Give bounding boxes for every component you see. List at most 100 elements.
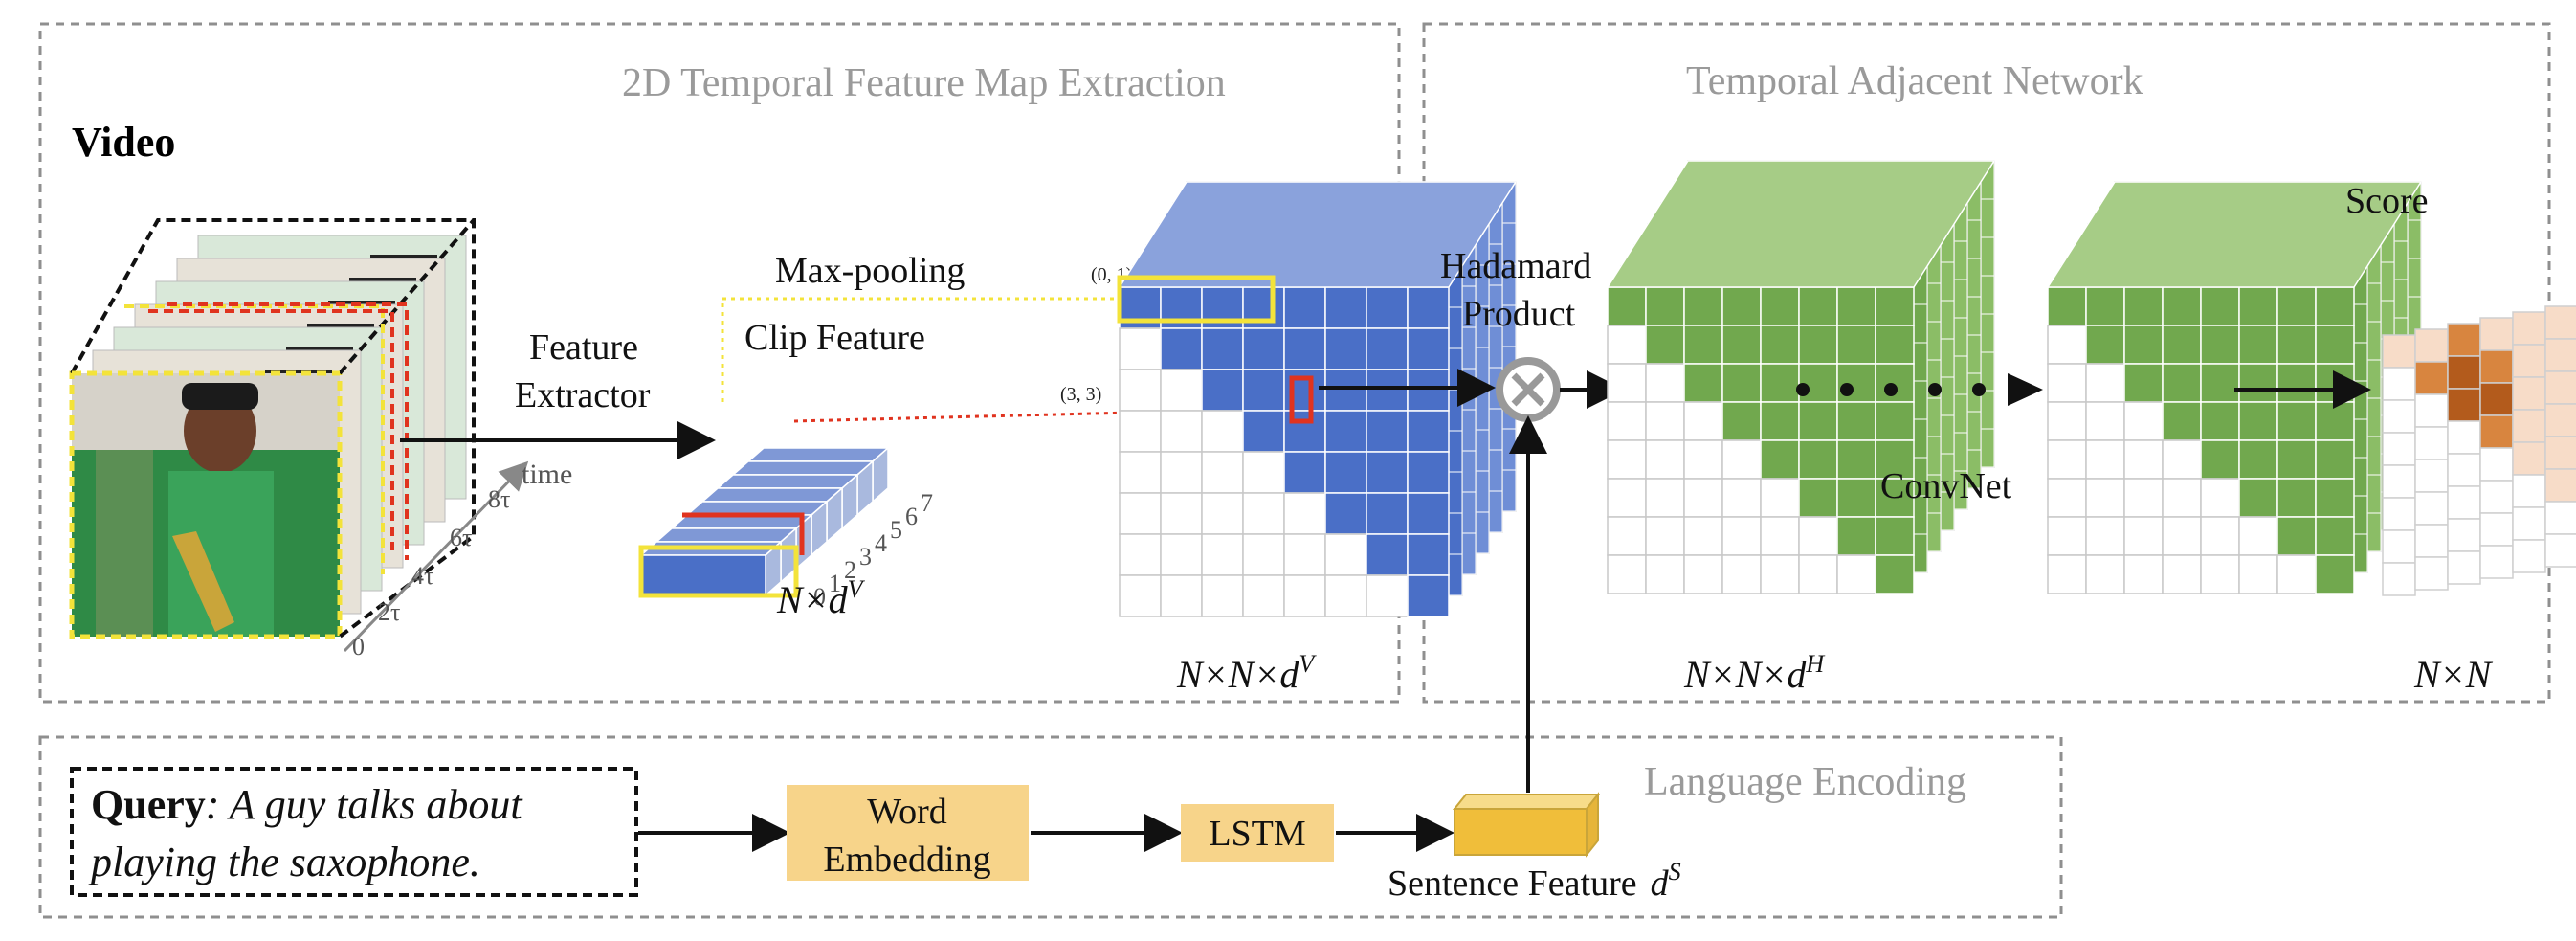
map-cell-front xyxy=(2047,286,2087,326)
map-cell-front xyxy=(1721,439,1762,480)
map-cell-front xyxy=(1242,410,1285,453)
map-cell-front xyxy=(1875,516,1915,556)
map-cell-front xyxy=(1875,478,1915,518)
map-cell-front xyxy=(1645,325,1685,365)
map-cell-front xyxy=(2276,286,2317,326)
map-cell-front xyxy=(1201,369,1244,412)
map-cell-front xyxy=(2047,439,2087,480)
clip-index-4: 4 xyxy=(875,529,887,557)
map-cell-front xyxy=(2276,401,2317,441)
map-cell-front xyxy=(1798,439,1838,480)
score-cell xyxy=(2512,376,2546,411)
2d-temporal-feature-map xyxy=(1117,181,1518,617)
tan-feature-map-input xyxy=(1606,160,1996,594)
map-cell-front xyxy=(1366,410,1409,453)
clip-bar-top xyxy=(731,460,875,476)
map-cell-front xyxy=(2238,439,2278,480)
clip-yellow-highlight xyxy=(638,545,799,598)
map-cell-front xyxy=(1645,554,1685,594)
clip-to-map-dotted-line xyxy=(793,397,1173,427)
score-cell xyxy=(2414,524,2449,558)
hadamard-label-line2: Product xyxy=(1462,294,1576,334)
map-cell-front xyxy=(1119,410,1162,453)
score-cell xyxy=(2512,441,2546,476)
map-cell-front xyxy=(2276,478,2317,518)
query-box xyxy=(70,767,638,897)
map-cell-front xyxy=(1242,369,1285,412)
score-cell xyxy=(2382,367,2416,401)
score-cell xyxy=(2479,317,2514,351)
map-cell-front xyxy=(2047,478,2087,518)
map-cell-front xyxy=(1407,286,1450,329)
video-frame-stack xyxy=(69,218,476,639)
map-cell-front xyxy=(2200,363,2240,403)
map-cell-front xyxy=(2162,478,2202,518)
extractor-label-line2: Extractor xyxy=(515,375,651,415)
map-cell-front xyxy=(1798,286,1838,326)
extractor-label-line1: Feature xyxy=(529,327,638,368)
score-cell xyxy=(2414,426,2449,460)
map-cell-front xyxy=(2123,516,2164,556)
clip-index-5: 5 xyxy=(890,516,902,544)
lstm-box xyxy=(1181,804,1334,862)
map-cell-front xyxy=(1760,478,1800,518)
score-cell xyxy=(2479,414,2514,449)
map-cell-front xyxy=(1607,401,1647,441)
score-cell xyxy=(2512,409,2546,443)
map-cell-front xyxy=(1201,574,1244,617)
clip-index-6: 6 xyxy=(905,503,918,530)
map-cell-front xyxy=(2276,363,2317,403)
score-cell xyxy=(2414,459,2449,493)
map-cell-front xyxy=(2123,401,2164,441)
time-axis: time 8τ 6τ 4τ 2τ 0 xyxy=(343,459,572,661)
map-cell-front xyxy=(1607,554,1647,594)
map-cell-front xyxy=(2238,478,2278,518)
map-cell-front xyxy=(1119,574,1162,617)
time-tick-2tau: 2τ xyxy=(378,598,400,626)
tan-section-title: Temporal Adjacent Network xyxy=(1686,59,2143,103)
score-cell xyxy=(2479,480,2514,514)
map-cell-front xyxy=(2123,363,2164,403)
map-cell-front xyxy=(1798,554,1838,594)
map-cell-front xyxy=(1366,286,1409,329)
max-pool-dotted-line xyxy=(721,297,1134,402)
map-cell-front xyxy=(1760,516,1800,556)
map-cell-front xyxy=(1683,401,1723,441)
map-cell-front xyxy=(1798,516,1838,556)
score-cell xyxy=(2447,420,2481,455)
map-cell-front xyxy=(2276,325,2317,365)
feature-map-section-box xyxy=(38,22,1401,704)
map-cell-front xyxy=(1721,286,1762,326)
map-cell-front xyxy=(1242,327,1285,370)
score-cell xyxy=(2512,344,2546,378)
map-cell-front xyxy=(2315,325,2355,365)
map-cell-front xyxy=(2315,554,2355,594)
score-cell xyxy=(2544,338,2576,372)
map-cell-front xyxy=(2123,439,2164,480)
map-cell-front xyxy=(1798,325,1838,365)
convnet-dims-label: N×N×dH xyxy=(1683,650,1825,696)
map-cell-front xyxy=(1160,410,1203,453)
score-cell xyxy=(2544,501,2576,535)
map-cell-front xyxy=(1760,325,1800,365)
language-section-box xyxy=(38,735,2063,919)
map-cell-front xyxy=(2123,478,2164,518)
score-cell xyxy=(2382,562,2416,596)
clip-index-3: 3 xyxy=(859,543,872,571)
map-cell-front xyxy=(2085,363,2125,403)
map-cell-front xyxy=(1160,574,1203,617)
score-cell xyxy=(2447,388,2481,422)
map-cell-front xyxy=(1283,327,1326,370)
score-cell xyxy=(2447,550,2481,585)
map-cell-front xyxy=(2200,554,2240,594)
max-pooling-label: Max-pooling xyxy=(775,251,965,291)
clip-bar-top xyxy=(700,487,844,503)
score-cell xyxy=(2544,370,2576,405)
map-red-highlight xyxy=(1289,375,1314,424)
map-cell-front xyxy=(1324,410,1367,453)
word-embedding-line2: Embedding xyxy=(823,840,990,880)
score-cell xyxy=(2447,323,2481,357)
score-cell xyxy=(2382,432,2416,466)
map-cell-front xyxy=(1119,369,1162,412)
